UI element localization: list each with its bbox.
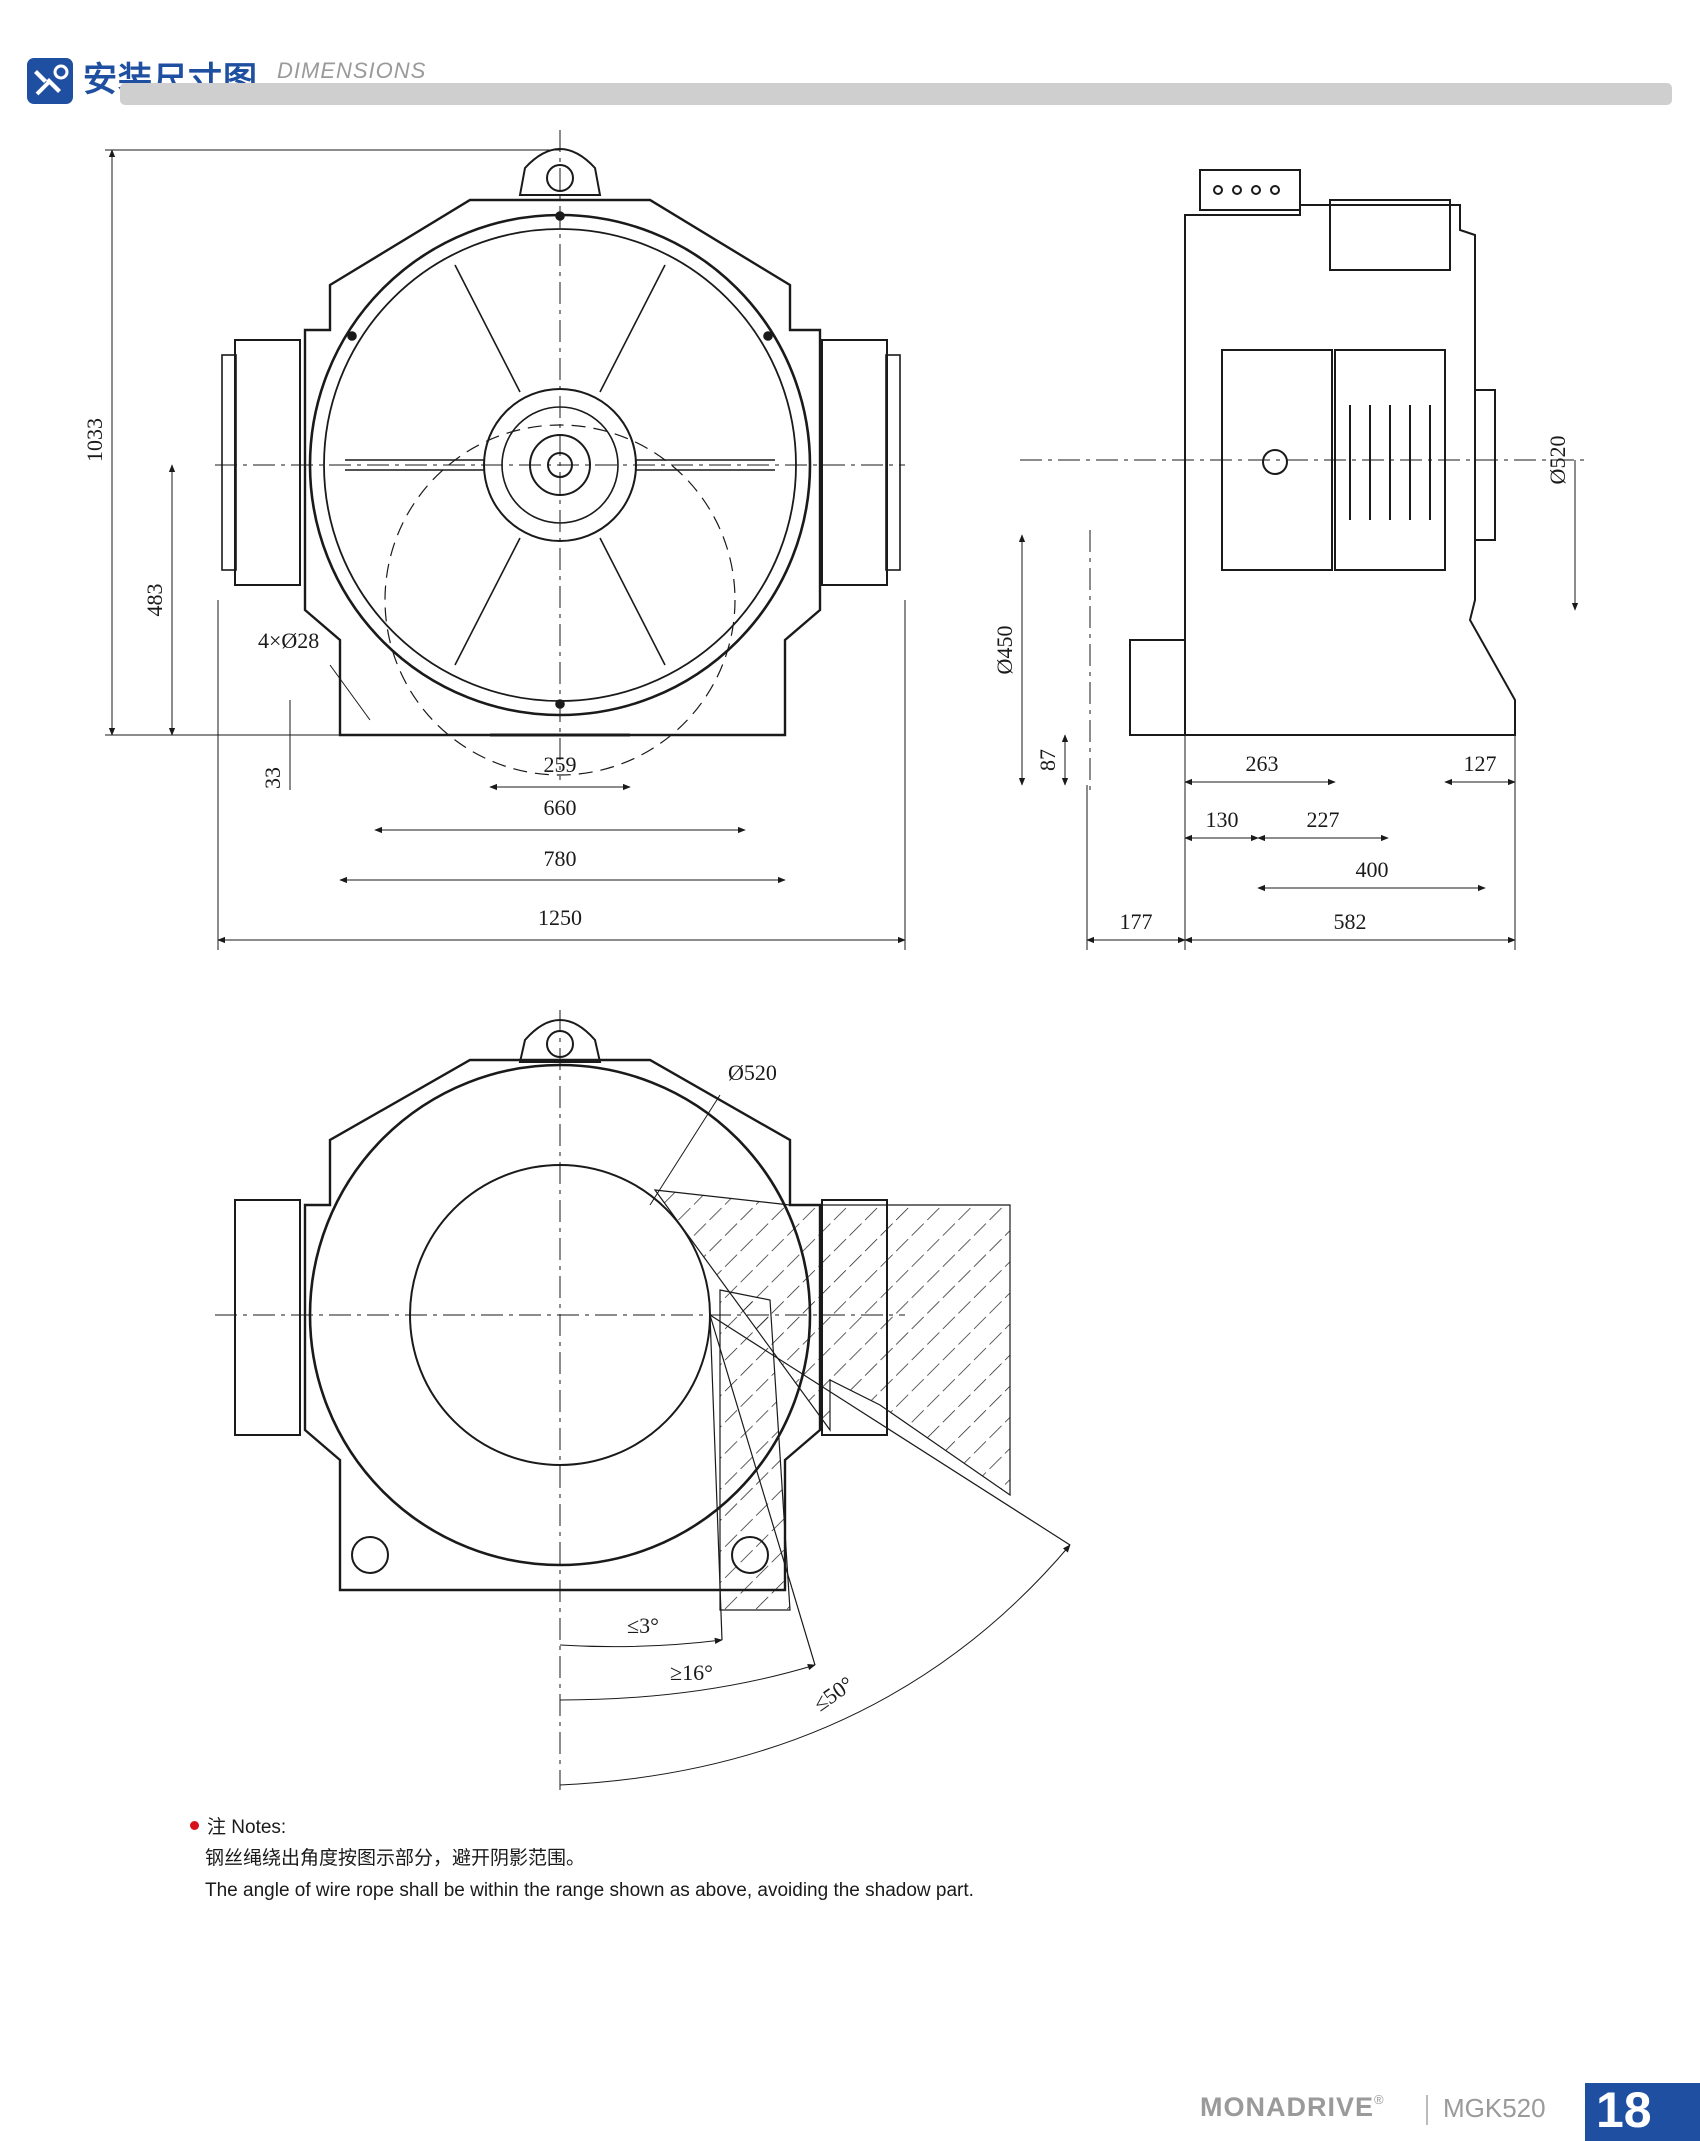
notes: 注 Notes: 钢丝绳绕出角度按图示部分，避开阴影范围。 The angle … [190, 1813, 1390, 1907]
side-encoder [1129, 639, 1186, 736]
angle-brake-left [234, 1199, 301, 1436]
page-subtitle: DIMENSIONS [277, 58, 427, 83]
brake-left [234, 339, 301, 586]
bullet-icon [190, 1821, 199, 1831]
notes-title: 注 Notes: [190, 1813, 1390, 1843]
angle-ray-3 [709, 1314, 723, 1641]
arc-50 [559, 1544, 1071, 1786]
angle-foot-hole-right [731, 1536, 769, 1574]
side-terminal-box [1199, 169, 1301, 211]
terminal-dot-2 [1232, 185, 1242, 195]
label-side-130: 130 [1206, 807, 1239, 832]
sheave-dashed-circle [384, 424, 736, 776]
dimensions-icon [27, 58, 73, 104]
notes-cn: 钢丝绳绕出角度按图示部分，避开阴影范围。 [205, 1848, 586, 1869]
label-angle-16: ≥16° [670, 1660, 713, 1685]
side-brake-pivot [1262, 449, 1288, 475]
motor-hub-middle [501, 406, 619, 524]
side-fin-box [1329, 199, 1451, 271]
side-view [1020, 169, 1585, 790]
hatch-region-right [653, 1189, 1011, 1497]
page-number-box [1585, 2083, 1700, 2141]
motor-hub-inner [529, 434, 591, 496]
page-number: 18 [1596, 2082, 1652, 2138]
label-1033: 1033 [82, 418, 107, 462]
brake-right [821, 339, 888, 586]
model-name: MGK520 [1443, 2093, 1546, 2123]
front-dimensions [105, 149, 906, 950]
front-view [215, 130, 905, 780]
header-bar [120, 83, 1672, 105]
motor-shaft [547, 452, 573, 478]
side-flange [1474, 389, 1496, 541]
footer-divider [1426, 2095, 1428, 2125]
wrench-icon [34, 64, 69, 96]
label-660: 660 [544, 795, 577, 820]
label-483: 483 [142, 584, 167, 617]
label-side-520: Ø520 [1545, 436, 1570, 485]
bolt-right [763, 331, 773, 341]
label-angle-50: ≤50° [809, 1671, 858, 1716]
label-side-263: 263 [1246, 751, 1279, 776]
angle-ray-50 [709, 1314, 1071, 1546]
notes-en: The angle of wire rope shall be within t… [205, 1880, 974, 1901]
angle-lifting-eye [518, 1019, 602, 1063]
lifting-eye [518, 148, 602, 196]
angle-ray-16 [709, 1314, 816, 1666]
angle-housing-outline [303, 1058, 822, 1592]
arc-16 [559, 1664, 816, 1701]
label-side-582: 582 [1334, 909, 1367, 934]
label-side-87: 87 [1035, 749, 1060, 771]
terminal-dot-4 [1270, 185, 1280, 195]
label-259: 259 [544, 752, 577, 777]
angle-view [215, 1010, 1071, 1790]
label-side-227: 227 [1307, 807, 1340, 832]
spoke-up-left [454, 264, 521, 393]
spoke-up-right [599, 264, 666, 393]
brake-right-plate [885, 354, 901, 571]
label-angle-520: Ø520 [728, 1060, 777, 1085]
label-side-450: Ø450 [992, 626, 1017, 675]
brand-logo: MONADRIVE® [1200, 2092, 1385, 2122]
terminal-dot-1 [1213, 185, 1223, 195]
label-holes: 4×Ø28 [258, 628, 319, 653]
terminal-dot-3 [1251, 185, 1261, 195]
holes-leader [329, 664, 371, 721]
spoke-down-left [454, 537, 521, 666]
label-side-177: 177 [1120, 909, 1153, 934]
hatch-region-wedge [719, 1289, 791, 1611]
spoke-down-right [599, 537, 666, 666]
motor-hub-outer [483, 388, 637, 542]
motor-housing-outline [303, 198, 822, 737]
bolt-bottom [555, 699, 565, 709]
label-33: 33 [260, 767, 285, 789]
label-angle-3: ≤3° [627, 1613, 659, 1638]
registered-mark: ® [1374, 2092, 1385, 2107]
side-dimensions [1018, 460, 1579, 950]
label-780: 780 [544, 846, 577, 871]
angle-brake-right [821, 1199, 888, 1436]
bolt-left [347, 331, 357, 341]
label-side-127: 127 [1464, 751, 1497, 776]
lifting-eye-hole [546, 164, 574, 192]
angle-foot-hole-left [351, 1536, 389, 1574]
bolt-top [555, 211, 565, 221]
arc-3 [559, 1637, 723, 1648]
angle-sheave-leader [649, 1094, 721, 1206]
label-1250: 1250 [538, 905, 582, 930]
label-side-400: 400 [1356, 857, 1389, 882]
brake-left-plate [221, 354, 237, 571]
